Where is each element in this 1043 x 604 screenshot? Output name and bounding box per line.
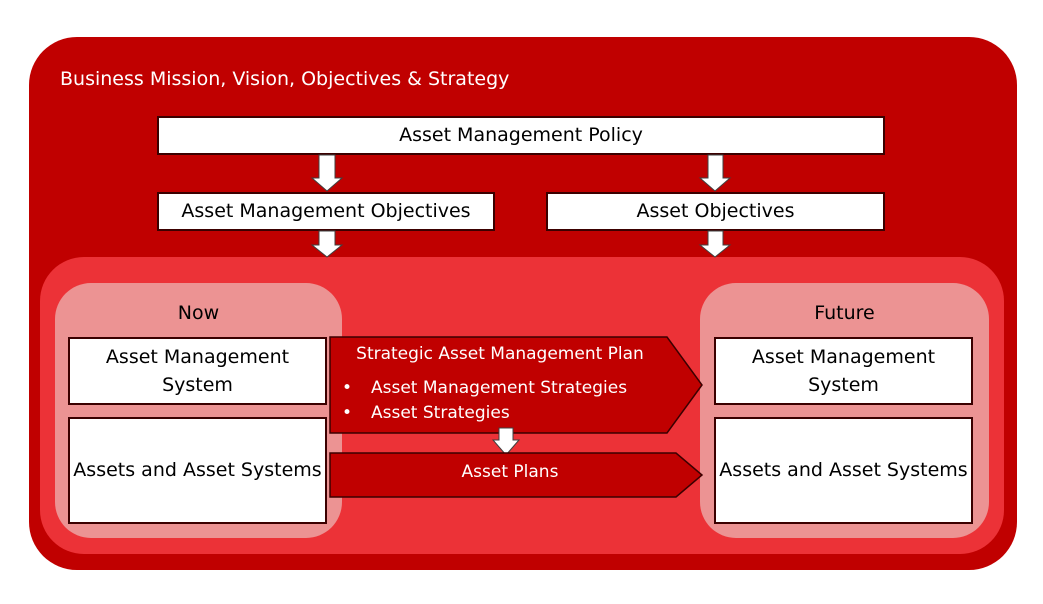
down-arrow-icon [491,427,521,456]
asset-plans-arrow [329,452,704,498]
now-assets-box: Assets and Asset Systems [68,417,327,524]
future-title: Future [814,302,875,324]
down-arrow-icon [310,154,344,192]
down-arrow-icon [698,230,732,258]
strategic-plan-item: Asset Management Strategies [340,376,627,401]
asset-objectives-box: Asset Objectives [546,192,885,231]
future-system-box: Asset Management System [714,337,973,405]
strategic-plan-item: Asset Strategies [340,401,627,426]
policy-box: Asset Management Policy [157,116,885,155]
down-arrow-icon [698,154,732,192]
down-arrow-icon [310,230,344,258]
now-title: Now [177,302,220,324]
now-system-box: Asset Management System [68,337,327,405]
future-assets-box: Assets and Asset Systems [714,417,973,524]
business-title: Business Mission, Vision, Objectives & S… [60,68,510,90]
strategic-plan-title: Strategic Asset Management Plan [356,344,644,364]
am-objectives-box: Asset Management Objectives [157,192,495,231]
asset-plans-label: Asset Plans [461,462,559,482]
strategic-plan-list: Asset Management Strategies Asset Strate… [340,376,627,426]
